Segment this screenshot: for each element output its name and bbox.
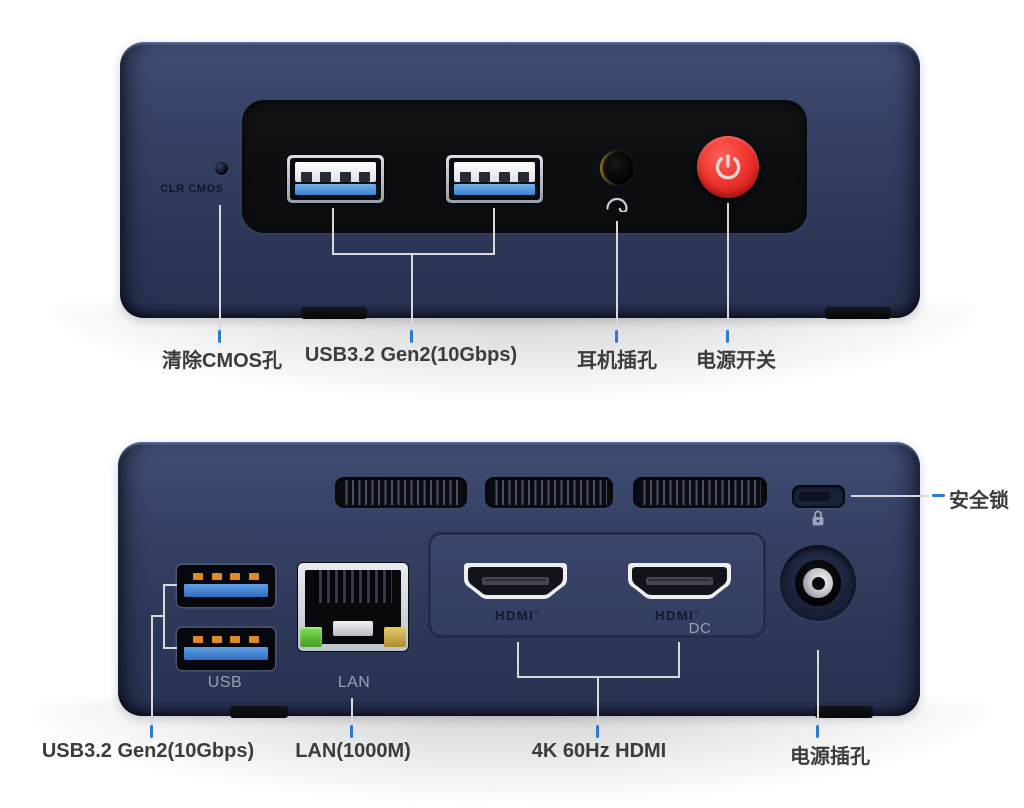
leader-bracket-usb-back — [163, 584, 165, 649]
ethernet-port — [298, 563, 408, 651]
back-foot-left — [230, 706, 288, 718]
leader-connector-usb-back — [152, 615, 163, 617]
headphone-icon — [606, 197, 628, 212]
lan-print: LAN — [337, 674, 371, 691]
usb-port-back-1 — [177, 565, 275, 607]
hdmi-port-1 — [464, 563, 567, 599]
tick-usb-back — [150, 725, 153, 738]
usb-port-back-2 — [177, 628, 275, 670]
leader-line-dc — [817, 650, 819, 725]
tick-power — [726, 330, 729, 343]
callout-security-lock: 安全锁 — [949, 490, 1009, 512]
tick-lock — [932, 494, 945, 497]
callout-clear-cmos: 清除CMOS孔 — [162, 350, 282, 372]
clr-cmos-print: CLR CMOS — [160, 183, 224, 195]
leader-line-power — [727, 203, 729, 330]
tick-dc — [816, 725, 819, 738]
tick-headphone — [615, 330, 618, 343]
callout-hdmi: 4K 60Hz HDMI — [531, 740, 667, 762]
clear-cmos-pinhole — [215, 162, 228, 175]
leader-line-usb1 — [332, 208, 334, 253]
leader-line-hdmi2 — [678, 642, 680, 676]
callout-front-usb: USB3.2 Gen2(10Gbps) — [304, 344, 518, 366]
tick-cmos — [218, 330, 221, 343]
leader-line-headphone — [616, 221, 618, 330]
back-chassis: USB LAN — [118, 442, 920, 718]
padlock-icon — [812, 510, 824, 526]
callout-headphone: 耳机插孔 — [577, 350, 657, 372]
leader-bracket-usb — [332, 253, 495, 255]
dc-print: DC — [688, 620, 712, 637]
tick-usb — [410, 330, 413, 343]
callout-dc-power: 电源插孔 — [790, 746, 870, 768]
vent-grille-1 — [335, 477, 467, 508]
leader-stub-usb-top — [163, 584, 177, 586]
dc-power-jack — [780, 545, 856, 621]
leader-line-usb-down — [411, 253, 413, 330]
leader-line-cmos — [219, 205, 221, 330]
hdmi-print-1: HDMI® — [495, 608, 541, 623]
callout-power-switch: 电源开关 — [696, 350, 776, 372]
hdmi-print-2: HDMI® — [655, 608, 701, 623]
leader-line-hdmi1 — [517, 642, 519, 676]
leader-line-usb2 — [493, 208, 495, 253]
usb-print: USB — [207, 674, 243, 691]
front-foot-left — [301, 307, 367, 319]
callout-lan: LAN(1000M) — [295, 740, 411, 762]
tick-hdmi — [596, 725, 599, 738]
leader-line-lock — [851, 495, 929, 497]
front-chassis: CLR CMOS — [120, 42, 920, 319]
tick-lan — [350, 725, 353, 738]
usb-port-front-1 — [287, 155, 384, 203]
back-foot-right — [815, 706, 873, 718]
leader-stub-usb-bottom — [163, 647, 177, 649]
kensington-lock-slot — [792, 485, 845, 508]
leader-line-hdmi-down — [597, 676, 599, 725]
lan-led-yellow — [384, 627, 406, 647]
lan-led-green — [300, 627, 322, 647]
front-ground-shadow — [50, 303, 980, 399]
hdmi-port-2 — [628, 563, 731, 599]
front-io-panel — [242, 100, 807, 233]
vent-grille-2 — [485, 477, 613, 508]
usb-port-front-2 — [446, 155, 543, 203]
leader-line-usb-back-down — [151, 615, 153, 725]
leader-line-lan — [351, 698, 353, 725]
callout-back-usb: USB3.2 Gen2(10Gbps) — [41, 740, 255, 762]
power-icon — [715, 154, 741, 180]
vent-grille-3 — [633, 477, 767, 508]
power-button — [697, 136, 759, 198]
headphone-jack — [600, 151, 634, 185]
front-foot-right — [825, 307, 891, 319]
